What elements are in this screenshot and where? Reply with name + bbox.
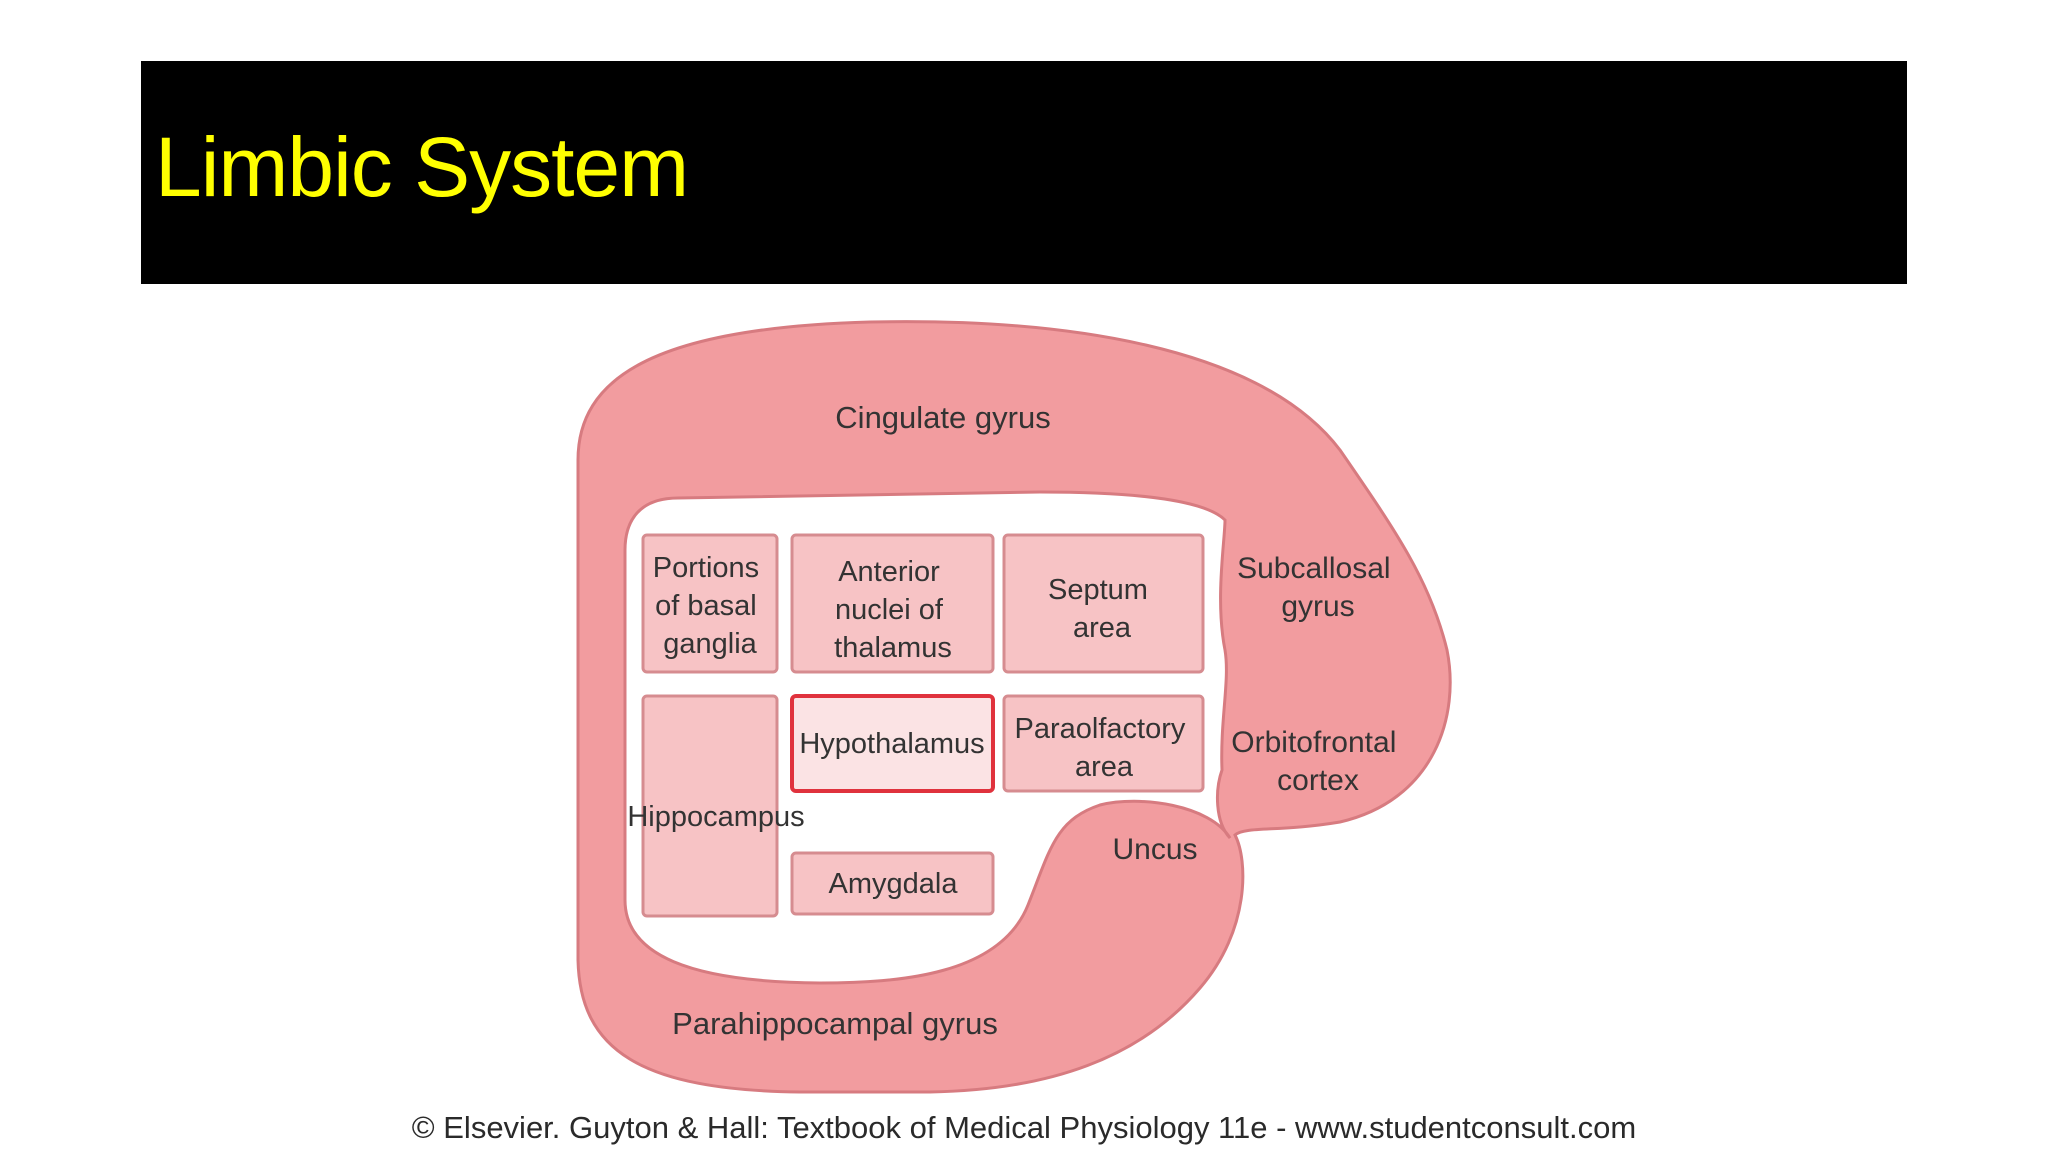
label-anterior-nuclei: Anterior nuclei of thalamus <box>834 556 952 664</box>
label-orbitofrontal-cortex: Orbitofrontal cortex <box>1231 726 1404 797</box>
label-septum-area: Septum area <box>1048 574 1156 644</box>
box-hippocampus <box>641 694 779 918</box>
copyright-caption: © Elsevier. Guyton & Hall: Textbook of M… <box>411 1110 1637 1145</box>
box-septum <box>1002 533 1205 674</box>
box-paraolfactory <box>1002 694 1205 793</box>
label-hypothalamus: Hypothalamus <box>799 728 984 760</box>
label-cingulate-gyrus: Cingulate gyrus <box>835 400 1050 435</box>
label-basal-ganglia: Portions of basal ganglia <box>653 552 767 660</box>
label-amygdala: Amygdala <box>829 868 959 900</box>
label-uncus: Uncus <box>1112 833 1197 866</box>
box-anterior-nuclei <box>790 533 995 674</box>
label-parahippocampal-gyrus: Parahippocampal gyrus <box>672 1006 998 1041</box>
box-basal-ganglia <box>641 533 779 674</box>
label-hippocampus: Hippocampus <box>627 801 804 833</box>
box-amygdala <box>790 851 995 916</box>
label-subcallosal-gyrus: Subcallosal gyrus <box>1237 552 1399 623</box>
box-hypothalamus <box>790 694 995 793</box>
limbic-ring <box>576 320 1452 1094</box>
slide-title: Limbic System <box>155 120 689 214</box>
title-bar: Limbic System <box>141 61 1907 284</box>
label-paraolfactory-area: Paraolfactory area <box>1015 713 1194 783</box>
